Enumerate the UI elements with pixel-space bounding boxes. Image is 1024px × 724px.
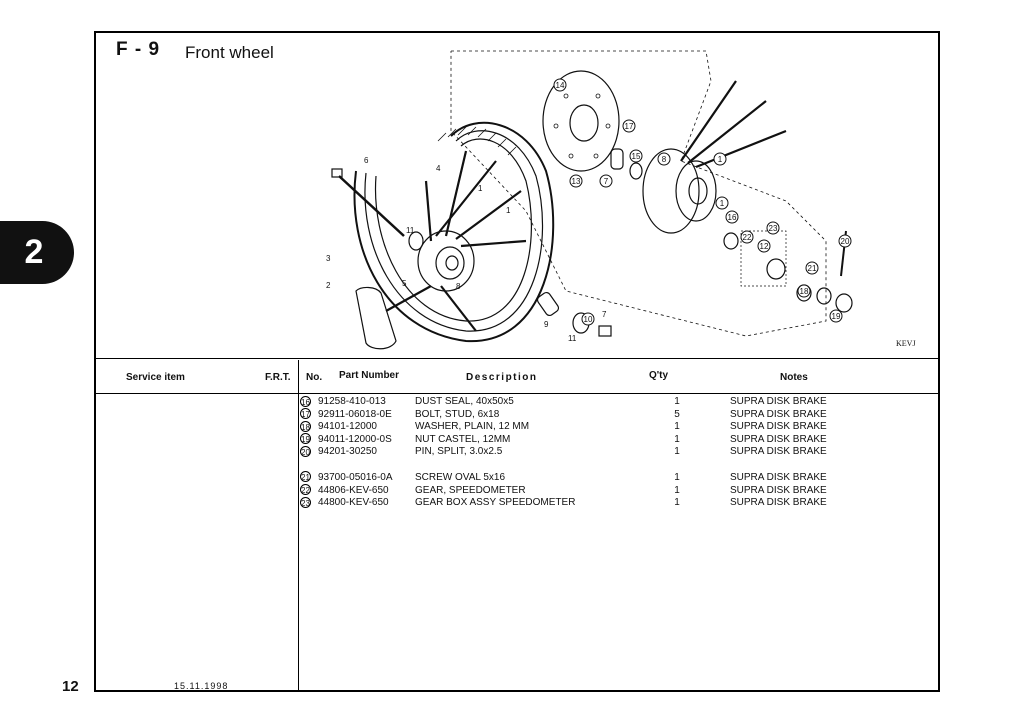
callout-16: 16 xyxy=(728,213,737,222)
notes: SUPRA DISK BRAKE xyxy=(730,396,827,407)
quantity: 1 xyxy=(674,471,680,483)
quantity: 1 xyxy=(674,421,680,433)
description: DUST SEAL, 40x50x5 xyxy=(415,396,514,407)
callout-23: 23 xyxy=(769,224,778,233)
header-service-item: Service item xyxy=(126,372,185,383)
callout-10: 10 xyxy=(584,315,593,324)
header-frt: F.R.T. xyxy=(265,372,291,383)
header-no: No. xyxy=(306,372,323,383)
table-column-divider xyxy=(298,360,299,690)
header-notes: Notes xyxy=(780,372,808,383)
callout-19: 19 xyxy=(832,312,841,321)
item-number: 19 xyxy=(300,433,311,445)
callout-12: 12 xyxy=(760,242,769,251)
parts-page-frame: F - 9 Front wheel xyxy=(94,31,940,692)
callout-17: 17 xyxy=(625,122,634,131)
callout-11-bottom: 11 xyxy=(568,334,577,343)
section-tab-label: 2 xyxy=(24,233,44,271)
figure-title: Front wheel xyxy=(185,43,274,62)
quantity: 1 xyxy=(674,446,680,458)
callout-8-left: 8 xyxy=(456,282,461,291)
notes: SUPRA DISK BRAKE xyxy=(730,408,827,420)
item-number: 23 xyxy=(300,496,311,508)
callout-1-mid: 1 xyxy=(720,199,725,208)
description: WASHER, PLAIN, 12 MM xyxy=(415,421,530,433)
notes: SUPRA DISK BRAKE xyxy=(730,421,827,433)
callout-14: 14 xyxy=(556,81,565,90)
quantity: 1 xyxy=(674,396,680,407)
description: GEAR, SPEEDOMETER xyxy=(415,484,526,496)
table-row: 16 91258-410-013 DUST SEAL, 40x50x5 1 SU… xyxy=(300,395,920,409)
notes: SUPRA DISK BRAKE xyxy=(730,446,827,458)
notes: SUPRA DISK BRAKE xyxy=(730,497,827,509)
callout-3: 3 xyxy=(326,254,331,263)
section-tab: 2 xyxy=(0,221,74,284)
description: NUT CASTEL, 12MM xyxy=(415,433,511,445)
item-number: 18 xyxy=(300,420,311,432)
description: PIN, SPLIT, 3.0x2.5 xyxy=(415,446,503,458)
item-number: 22 xyxy=(300,484,311,496)
table-row: 19 94011-12000-0S NUT CASTEL, 12MM 1 SUP… xyxy=(300,433,920,447)
part-number: 91258-410-013 xyxy=(318,396,386,407)
part-number: 94011-12000-0S xyxy=(318,433,392,445)
callout-20: 20 xyxy=(841,237,850,246)
front-wheel-exploded-diagram: 14 17 15 13 7 8 1 1 16 23 22 12 20 21 18… xyxy=(326,50,853,350)
footer-date: 15.11.1998 xyxy=(174,681,229,691)
table-top-rule xyxy=(96,358,938,359)
item-number: 17 xyxy=(300,408,311,420)
table-row: 22 44806-KEV-650 GEAR, SPEEDOMETER 1 SUP… xyxy=(300,484,920,498)
figure-code: F - 9 xyxy=(116,39,161,60)
callout-2: 2 xyxy=(326,281,331,290)
quantity: 1 xyxy=(674,497,680,509)
callout-4: 4 xyxy=(436,164,441,173)
part-number: 44806-KEV-650 xyxy=(318,484,389,496)
header-part-number: Part Number xyxy=(339,370,400,381)
description: BOLT, STUD, 6x18 xyxy=(415,408,500,420)
callout-15: 15 xyxy=(632,152,641,161)
callout-1-right: 1 xyxy=(506,206,511,215)
notes: SUPRA DISK BRAKE xyxy=(730,433,827,445)
callout-21: 21 xyxy=(808,264,817,273)
page-number: 12 xyxy=(62,678,79,695)
item-number: 16 xyxy=(300,395,311,407)
callout-13: 13 xyxy=(572,177,581,186)
callout-18: 18 xyxy=(800,287,809,296)
drawing-code: KEVJ xyxy=(896,339,916,348)
table-row: 20 94201-30250 PIN, SPLIT, 3.0x2.5 1 SUP… xyxy=(300,445,920,459)
item-number: 21 xyxy=(300,471,311,483)
item-number: 20 xyxy=(300,445,311,457)
quantity: 5 xyxy=(674,408,680,420)
callout-7-bottom: 7 xyxy=(602,310,607,319)
quantity: 1 xyxy=(674,484,680,496)
group-spacer xyxy=(300,459,920,472)
quantity: 1 xyxy=(674,433,680,445)
description: SCREW OVAL 5x16 xyxy=(415,471,506,483)
part-number: 93700-05016-0A xyxy=(318,471,393,483)
header-description: Description xyxy=(466,372,538,383)
callout-1-top: 1 xyxy=(718,155,723,164)
table-row: 21 93700-05016-0A SCREW OVAL 5x16 1 SUPR… xyxy=(300,471,920,485)
part-number: 92911-06018-0E xyxy=(318,408,392,420)
callout-9: 9 xyxy=(544,320,549,329)
callout-5: 5 xyxy=(402,279,407,288)
part-number: 94101-12000 xyxy=(318,421,377,433)
notes: SUPRA DISK BRAKE xyxy=(730,471,827,483)
description: GEAR BOX ASSY SPEEDOMETER xyxy=(415,497,576,509)
part-number: 44800-KEV-650 xyxy=(318,497,389,509)
table-row: 23 44800-KEV-650 GEAR BOX ASSY SPEEDOMET… xyxy=(300,496,920,510)
part-number: 94201-30250 xyxy=(318,446,377,458)
parts-list: 16 91258-410-013 DUST SEAL, 40x50x5 1 SU… xyxy=(300,395,920,510)
table-row: 18 94101-12000 WASHER, PLAIN, 12 MM 1 SU… xyxy=(300,420,920,434)
callout-1-left: 1 xyxy=(478,184,483,193)
callout-11-left: 11 xyxy=(406,226,415,235)
table-row: 17 92911-06018-0E BOLT, STUD, 6x18 5 SUP… xyxy=(300,408,920,422)
callout-6: 6 xyxy=(364,156,369,165)
callout-8-top: 8 xyxy=(662,155,667,164)
table-header-rule xyxy=(96,393,938,394)
callout-7-top: 7 xyxy=(604,177,609,186)
notes: SUPRA DISK BRAKE xyxy=(730,484,827,496)
header-qty: Q'ty xyxy=(649,370,669,381)
callout-22: 22 xyxy=(743,233,752,242)
